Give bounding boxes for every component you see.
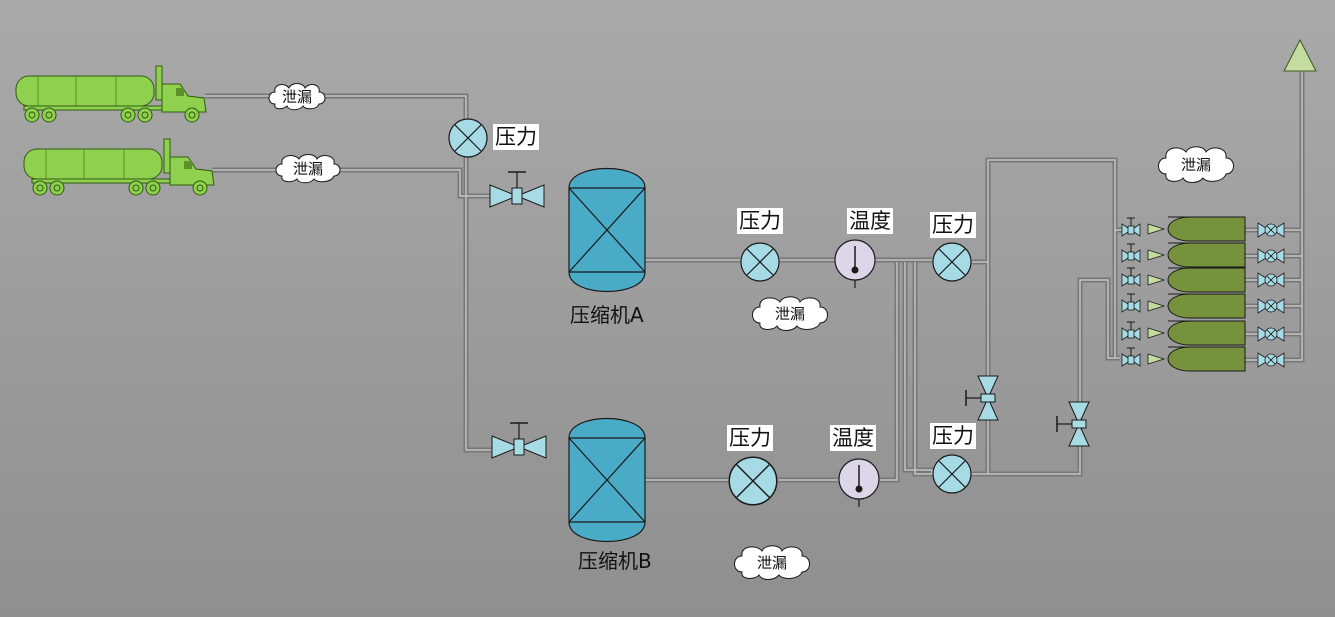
leak-cloud-icon[interactable]: 泄漏 [752,296,828,331]
leak-cloud-icon[interactable]: 泄漏 [275,154,341,184]
gate-valve-icon[interactable] [491,422,547,459]
compressor-b-label: 压缩机B [578,549,652,573]
gate-valve-icon[interactable] [1121,267,1141,287]
pressure-label: 压力 [737,208,783,234]
leak-cloud-icon[interactable]: 泄漏 [268,83,326,111]
pipe-network [205,72,1305,483]
storage-bank [1121,216,1285,372]
vent-stack-icon [1283,38,1317,72]
pressure-gauge-icon[interactable] [932,242,972,282]
storage-cylinder-icon[interactable] [1147,346,1246,372]
storage-cylinder-icon[interactable] [1147,267,1246,293]
temperature-label: 温度 [830,425,876,451]
tanker-truck-icon[interactable] [15,65,207,123]
temperature-label: 温度 [847,208,893,234]
pressure-gauge-icon[interactable] [932,454,972,494]
leak-label: 泄漏 [1181,156,1211,174]
leak-label: 泄漏 [282,88,312,106]
ball-valve-icon[interactable] [1257,352,1285,368]
leak-label: 泄漏 [757,554,787,572]
leak-label: 泄漏 [775,305,805,323]
compressor-icon[interactable] [568,167,646,293]
gate-valve-icon[interactable] [1121,217,1141,237]
ball-valve-icon[interactable] [1257,248,1285,264]
gate-valve-icon[interactable] [489,171,545,208]
pressure-label: 压力 [930,423,976,449]
gate-valve-icon[interactable] [1121,321,1141,341]
gate-valve-icon[interactable] [1121,293,1141,313]
storage-cylinder-icon[interactable] [1147,320,1246,346]
ball-valve-icon[interactable] [1257,298,1285,314]
gate-valve-icon[interactable] [1121,243,1141,263]
pressure-gauge-icon[interactable] [728,456,778,506]
storage-cylinder-icon[interactable] [1147,216,1246,242]
ball-valve-icon[interactable] [1257,222,1285,238]
compressor-a-label: 压缩机A [570,303,644,327]
pressure-label: 压力 [493,124,539,150]
ball-valve-icon[interactable] [1257,272,1285,288]
ball-valve-icon[interactable] [1257,326,1285,342]
pressure-label: 压力 [727,425,773,451]
thermometer-icon[interactable] [834,239,876,289]
pressure-gauge-icon[interactable] [740,242,780,282]
gate-valve-icon[interactable] [1121,347,1141,367]
gate-valve-icon[interactable] [965,375,999,421]
pressure-label: 压力 [930,212,976,238]
leak-label: 泄漏 [293,160,323,178]
compressor-icon[interactable] [568,417,646,543]
thermometer-icon[interactable] [838,458,880,508]
leak-cloud-icon[interactable]: 泄漏 [734,545,810,580]
tanker-truck-icon[interactable] [23,138,215,196]
gate-valve-icon[interactable] [1056,401,1090,447]
storage-cylinder-icon[interactable] [1147,242,1246,268]
leak-cloud-icon[interactable]: 泄漏 [1158,146,1234,183]
pressure-gauge-icon[interactable] [448,118,488,158]
storage-cylinder-icon[interactable] [1147,293,1246,319]
